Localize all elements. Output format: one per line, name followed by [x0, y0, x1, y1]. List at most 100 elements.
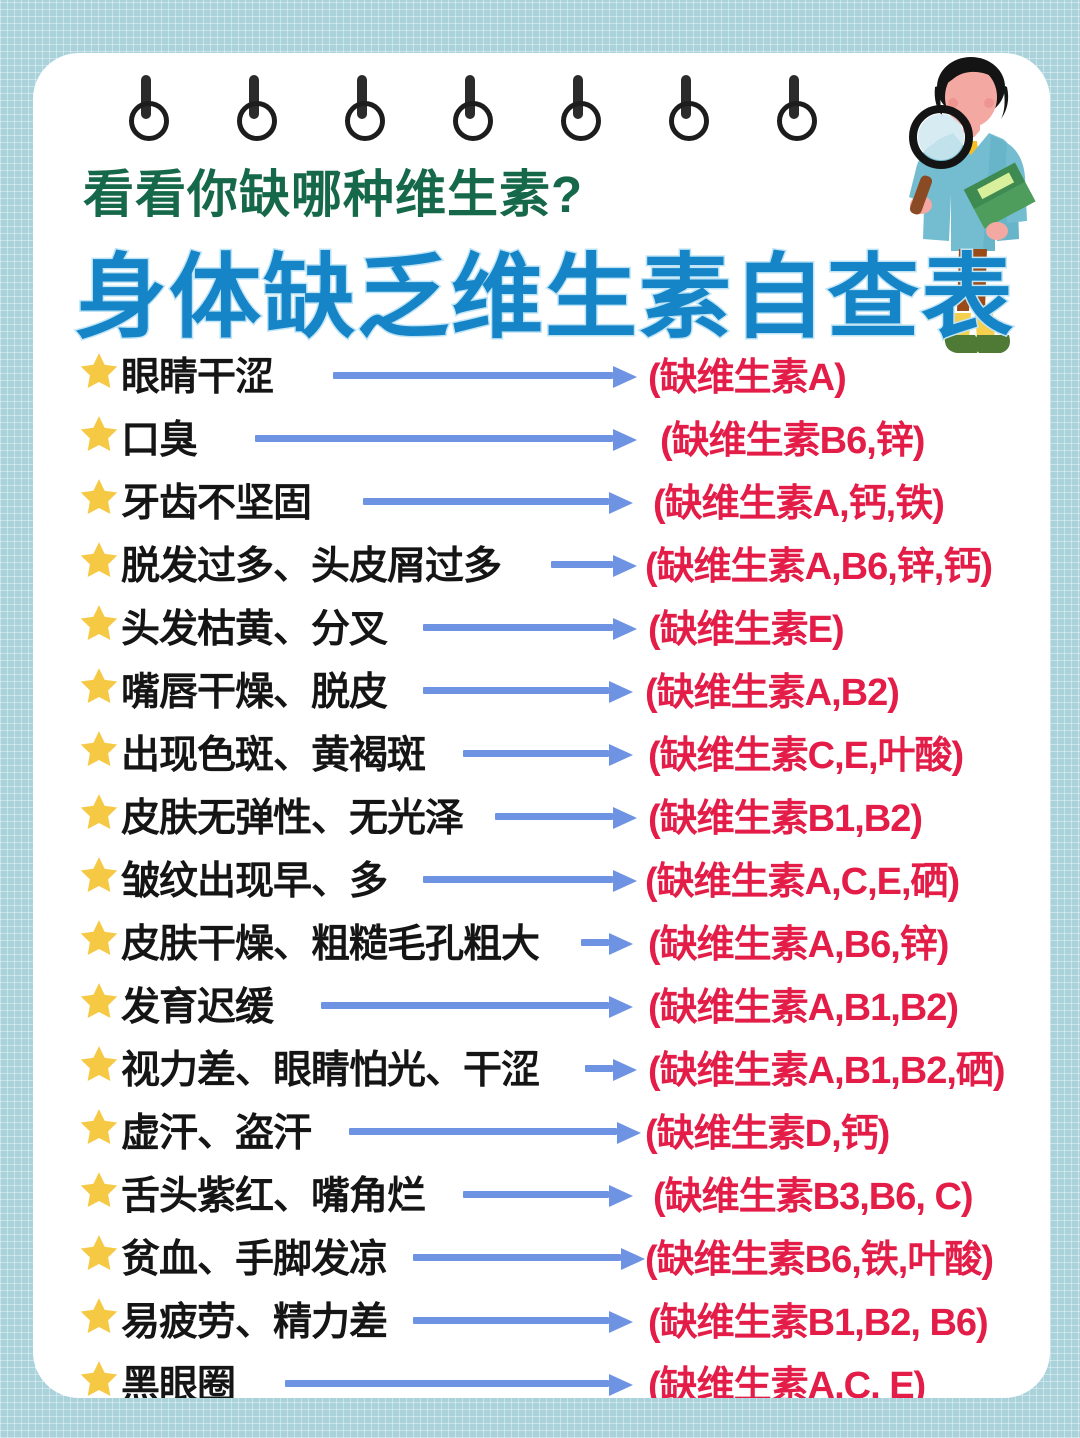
star-icon — [78, 980, 120, 1022]
vitamin-label: (缺维生素A,B2) — [645, 672, 900, 714]
star-icon — [80, 731, 118, 766]
star-icon — [78, 1106, 120, 1148]
arrow-shaft — [321, 1002, 609, 1009]
star-icon — [80, 857, 118, 892]
star-icon — [80, 1361, 118, 1396]
symptom-vitamin-list: 眼睛干涩(缺维生素A)口臭(缺维生素B6,锌)牙齿不坚固(缺维生素A,钙,铁)脱… — [33, 344, 1050, 1398]
arrow-shaft — [463, 1191, 609, 1198]
arrow-head — [613, 1059, 637, 1081]
arrow-shaft — [349, 1128, 617, 1135]
star-icon — [80, 416, 118, 451]
vitamin-label: (缺维生素A,B6,锌) — [648, 924, 949, 966]
binding-ring-bar — [357, 75, 367, 119]
symptom-label: 皮肤干燥、粗糙毛孔粗大 — [121, 923, 540, 966]
star-icon — [80, 605, 118, 640]
arrow-head — [609, 933, 633, 955]
symptom-label: 皱纹出现早、多 — [121, 860, 388, 903]
star-icon — [80, 1172, 118, 1207]
symptom-label: 舌头紫红、嘴角烂 — [121, 1175, 426, 1218]
arrow-shaft — [551, 561, 613, 568]
symptom-label: 贫血、手脚发凉 — [121, 1238, 388, 1281]
list-item: 眼睛干涩(缺维生素A) — [33, 344, 1050, 407]
arrow-icon — [423, 681, 633, 703]
arrow-icon — [551, 555, 637, 577]
arrow-shaft — [581, 939, 609, 946]
symptom-label: 头发枯黄、分叉 — [121, 608, 388, 651]
star-icon — [80, 479, 118, 514]
binding-ring-loop — [129, 101, 169, 141]
symptom-label: 视力差、眼睛怕光、干涩 — [121, 1049, 540, 1092]
star-icon — [78, 539, 120, 581]
list-item: 贫血、手脚发凉 (缺维生素B6,铁,叶酸) — [33, 1226, 1050, 1289]
binding-ring-bar — [141, 75, 151, 119]
binding-ring — [561, 75, 601, 147]
star-icon — [80, 1109, 118, 1144]
binding-ring — [453, 75, 493, 147]
arrow-icon — [463, 1185, 633, 1207]
page-subtitle: 看看你缺哪种维生素? — [83, 166, 584, 223]
arrow-icon — [463, 744, 633, 766]
symptom-label: 口臭 — [121, 419, 198, 462]
binding-ring-loop — [561, 101, 601, 141]
vitamin-label: (缺维生素D,钙) — [645, 1113, 890, 1155]
symptom-label: 易疲劳、精力差 — [121, 1301, 388, 1344]
star-icon — [78, 1043, 120, 1085]
list-item: 皮肤无弹性、无光泽(缺维生素B1,B2) — [33, 785, 1050, 848]
vitamin-label: (缺维生素E) — [648, 609, 845, 651]
binding-ring-loop — [453, 101, 493, 141]
star-icon — [78, 1169, 120, 1211]
arrow-icon — [349, 1122, 641, 1144]
symptom-label: 出现色斑、黄褐斑 — [121, 734, 426, 777]
symptom-label: 虚汗、盗汗 — [121, 1112, 312, 1155]
star-icon — [78, 854, 120, 896]
star-icon — [80, 1235, 118, 1270]
symptom-label: 发育迟缓 — [121, 986, 274, 1029]
arrow-icon — [423, 870, 637, 892]
star-icon — [78, 917, 120, 959]
binding-ring — [237, 75, 277, 147]
person-with-magnifier-icon — [909, 57, 1036, 353]
binding-ring-loop — [669, 101, 709, 141]
arrow-head — [617, 1122, 641, 1144]
arrow-head — [613, 555, 637, 577]
star-icon — [78, 1358, 120, 1398]
arrow-shaft — [363, 498, 609, 505]
arrow-shaft — [585, 1065, 613, 1072]
binding-ring-bar — [249, 75, 259, 119]
vitamin-label: (缺维生素B6,铁,叶酸) — [645, 1239, 994, 1281]
binding-ring-bar — [681, 75, 691, 119]
page-title: 身体缺乏维生素自查表 — [73, 246, 1016, 351]
arrow-shaft — [333, 372, 613, 379]
symptom-label: 眼睛干涩 — [121, 356, 274, 399]
star-icon — [78, 791, 120, 833]
binding-ring — [669, 75, 709, 147]
arrow-shaft — [413, 1254, 621, 1261]
list-item: 虚汗、盗汗 (缺维生素D,钙) — [33, 1100, 1050, 1163]
binding-ring-loop — [345, 101, 385, 141]
star-icon — [80, 983, 118, 1018]
arrow-head — [609, 492, 633, 514]
list-item: 脱发过多、头皮屑过多(缺维生素A,B6,锌,钙) — [33, 533, 1050, 596]
arrow-icon — [585, 1059, 637, 1081]
vitamin-label: (缺维生素B6,锌) — [660, 420, 925, 462]
list-item: 口臭 (缺维生素B6,锌) — [33, 407, 1050, 470]
arrow-icon — [423, 618, 637, 640]
star-icon — [80, 1046, 118, 1081]
arrow-head — [609, 681, 633, 703]
star-icon — [78, 413, 120, 455]
vitamin-label: (缺维生素B3,B6, C) — [653, 1176, 974, 1218]
list-item: 易疲劳、精力差(缺维生素B1,B2, B6) — [33, 1289, 1050, 1352]
star-icon — [80, 668, 118, 703]
arrow-head — [613, 807, 637, 829]
arrow-shaft — [423, 876, 613, 883]
binding-ring-loop — [777, 101, 817, 141]
vitamin-label: (缺维生素A,C, E) — [648, 1365, 926, 1398]
vitamin-label: (缺维生素A,钙,铁) — [653, 483, 945, 525]
arrow-icon — [255, 429, 637, 451]
symptom-label: 脱发过多、头皮屑过多 — [121, 545, 502, 588]
vitamin-label: (缺维生素B1,B2) — [648, 798, 923, 840]
arrow-head — [613, 366, 637, 388]
arrow-shaft — [495, 813, 613, 820]
arrow-head — [621, 1248, 645, 1270]
arrow-icon — [333, 366, 637, 388]
